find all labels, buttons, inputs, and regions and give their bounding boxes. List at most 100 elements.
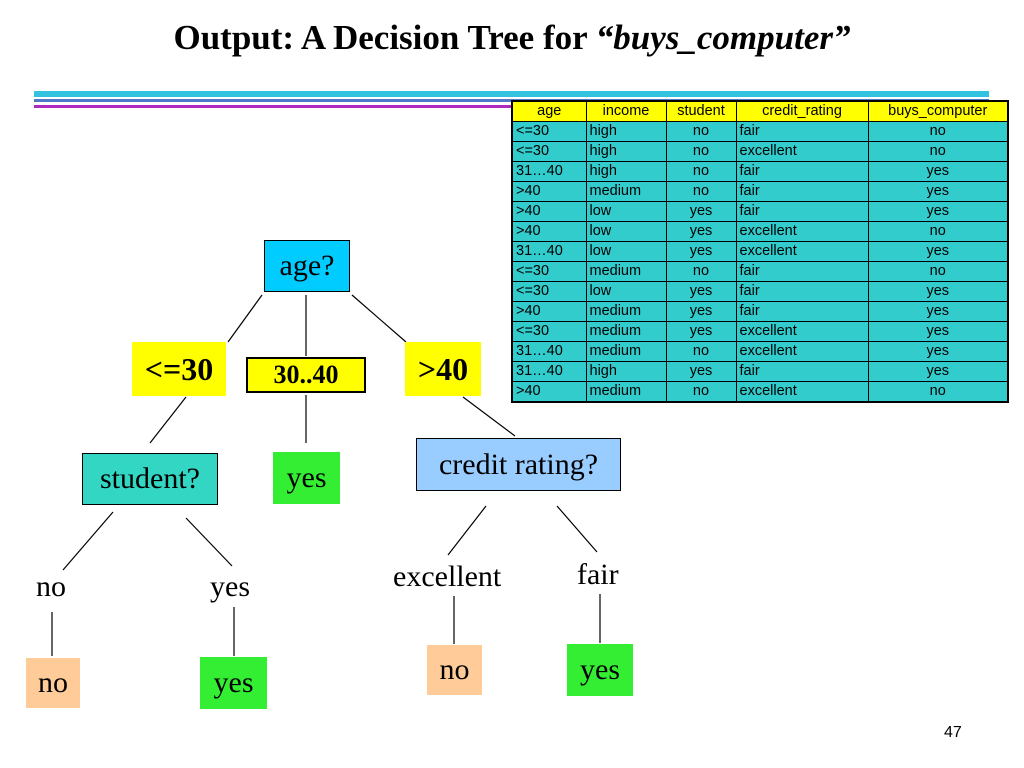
cell-buys-computer: no [867, 221, 1009, 242]
cell-credit-rating: excellent [735, 341, 869, 362]
cell-income: medium [585, 341, 667, 362]
header-age: age [511, 100, 587, 122]
cell-student: no [665, 181, 737, 202]
cell-age: >40 [511, 221, 587, 242]
cell-buys-computer: no [867, 121, 1009, 142]
edge-label-student-no: no [36, 570, 66, 603]
cell-student: yes [665, 201, 737, 222]
cell-age: 31…40 [511, 341, 587, 362]
cell-credit-rating: excellent [735, 321, 869, 342]
cell-age: >40 [511, 181, 587, 202]
cell-student: no [665, 341, 737, 362]
student-node: student? [82, 453, 218, 505]
edge-label-student-yes: yes [210, 570, 250, 603]
cell-income: low [585, 221, 667, 242]
header-buys-computer: buys_computer [867, 100, 1009, 122]
cell-buys-computer: yes [867, 301, 1009, 322]
edge-label-credit-fair: fair [577, 558, 619, 591]
cell-student: no [665, 141, 737, 162]
edge-gt40-credit [462, 396, 516, 437]
cell-student: yes [665, 241, 737, 262]
table-header-row: age income student credit_rating buys_co… [511, 100, 1009, 122]
cell-income: medium [585, 181, 667, 202]
cell-income: high [585, 121, 667, 142]
cell-buys-computer: yes [867, 321, 1009, 342]
cell-income: medium [585, 301, 667, 322]
edge-student-yes [185, 517, 233, 567]
leaf-yes-3040: yes [273, 452, 340, 504]
cell-credit-rating: excellent [735, 141, 869, 162]
cell-student: no [665, 381, 737, 403]
cell-student: no [665, 261, 737, 282]
cell-credit-rating: fair [735, 201, 869, 222]
title-rule-magenta [34, 105, 514, 108]
cell-income: medium [585, 321, 667, 342]
cell-age: 31…40 [511, 241, 587, 262]
leaf-yes-student: yes [200, 657, 267, 709]
cell-student: yes [665, 281, 737, 302]
edge-age-le30 [227, 294, 263, 343]
cell-credit-rating: fair [735, 161, 869, 182]
header-credit-rating: credit_rating [735, 100, 869, 122]
cell-credit-rating: excellent [735, 221, 869, 242]
leaf-no-student: no [26, 658, 80, 708]
edge-credit-excellent [447, 505, 487, 556]
edge-age-gt40 [351, 294, 407, 343]
cell-buys-computer: yes [867, 161, 1009, 182]
cell-age: >40 [511, 201, 587, 222]
cell-age: <=30 [511, 281, 587, 302]
credit-rating-node: credit rating? [416, 438, 621, 491]
cell-age: 31…40 [511, 161, 587, 182]
cell-buys-computer: yes [867, 181, 1009, 202]
edge-label-credit-excellent: excellent [393, 560, 502, 593]
cell-buys-computer: yes [867, 341, 1009, 362]
branch-label-3040: 30..40 [246, 357, 366, 393]
cell-buys-computer: no [867, 141, 1009, 162]
edge-le30-student [149, 396, 187, 444]
cell-age: <=30 [511, 321, 587, 342]
cell-buys-computer: no [867, 381, 1009, 403]
cell-buys-computer: yes [867, 241, 1009, 262]
cell-student: yes [665, 301, 737, 322]
cell-buys-computer: no [867, 261, 1009, 282]
cell-credit-rating: fair [735, 261, 869, 282]
cell-credit-rating: fair [735, 181, 869, 202]
leaf-yes-fair: yes [567, 644, 633, 696]
cell-age: 31…40 [511, 361, 587, 382]
leaf-no-excellent: no [427, 645, 482, 695]
root-node-age: age? [264, 240, 350, 292]
cell-student: yes [665, 221, 737, 242]
cell-age: <=30 [511, 261, 587, 282]
cell-age: <=30 [511, 141, 587, 162]
edge-student-no [62, 511, 114, 571]
header-student: student [665, 100, 737, 122]
page-number: 47 [944, 724, 962, 741]
cell-income: high [585, 141, 667, 162]
branch-label-le30: <=30 [132, 342, 226, 396]
cell-credit-rating: fair [735, 281, 869, 302]
title-emphasis: “buys_computer” [595, 18, 851, 57]
cell-income: medium [585, 261, 667, 282]
cell-credit-rating: excellent [735, 241, 869, 262]
cell-buys-computer: yes [867, 361, 1009, 382]
slide-title: Output: A Decision Tree for “buys_comput… [0, 16, 1024, 60]
cell-credit-rating: fair [735, 301, 869, 322]
title-prefix: Output: A Decision Tree for [173, 18, 596, 57]
title-rule-cyan [34, 91, 989, 97]
cell-income: low [585, 281, 667, 302]
branch-label-gt40: >40 [405, 342, 481, 396]
